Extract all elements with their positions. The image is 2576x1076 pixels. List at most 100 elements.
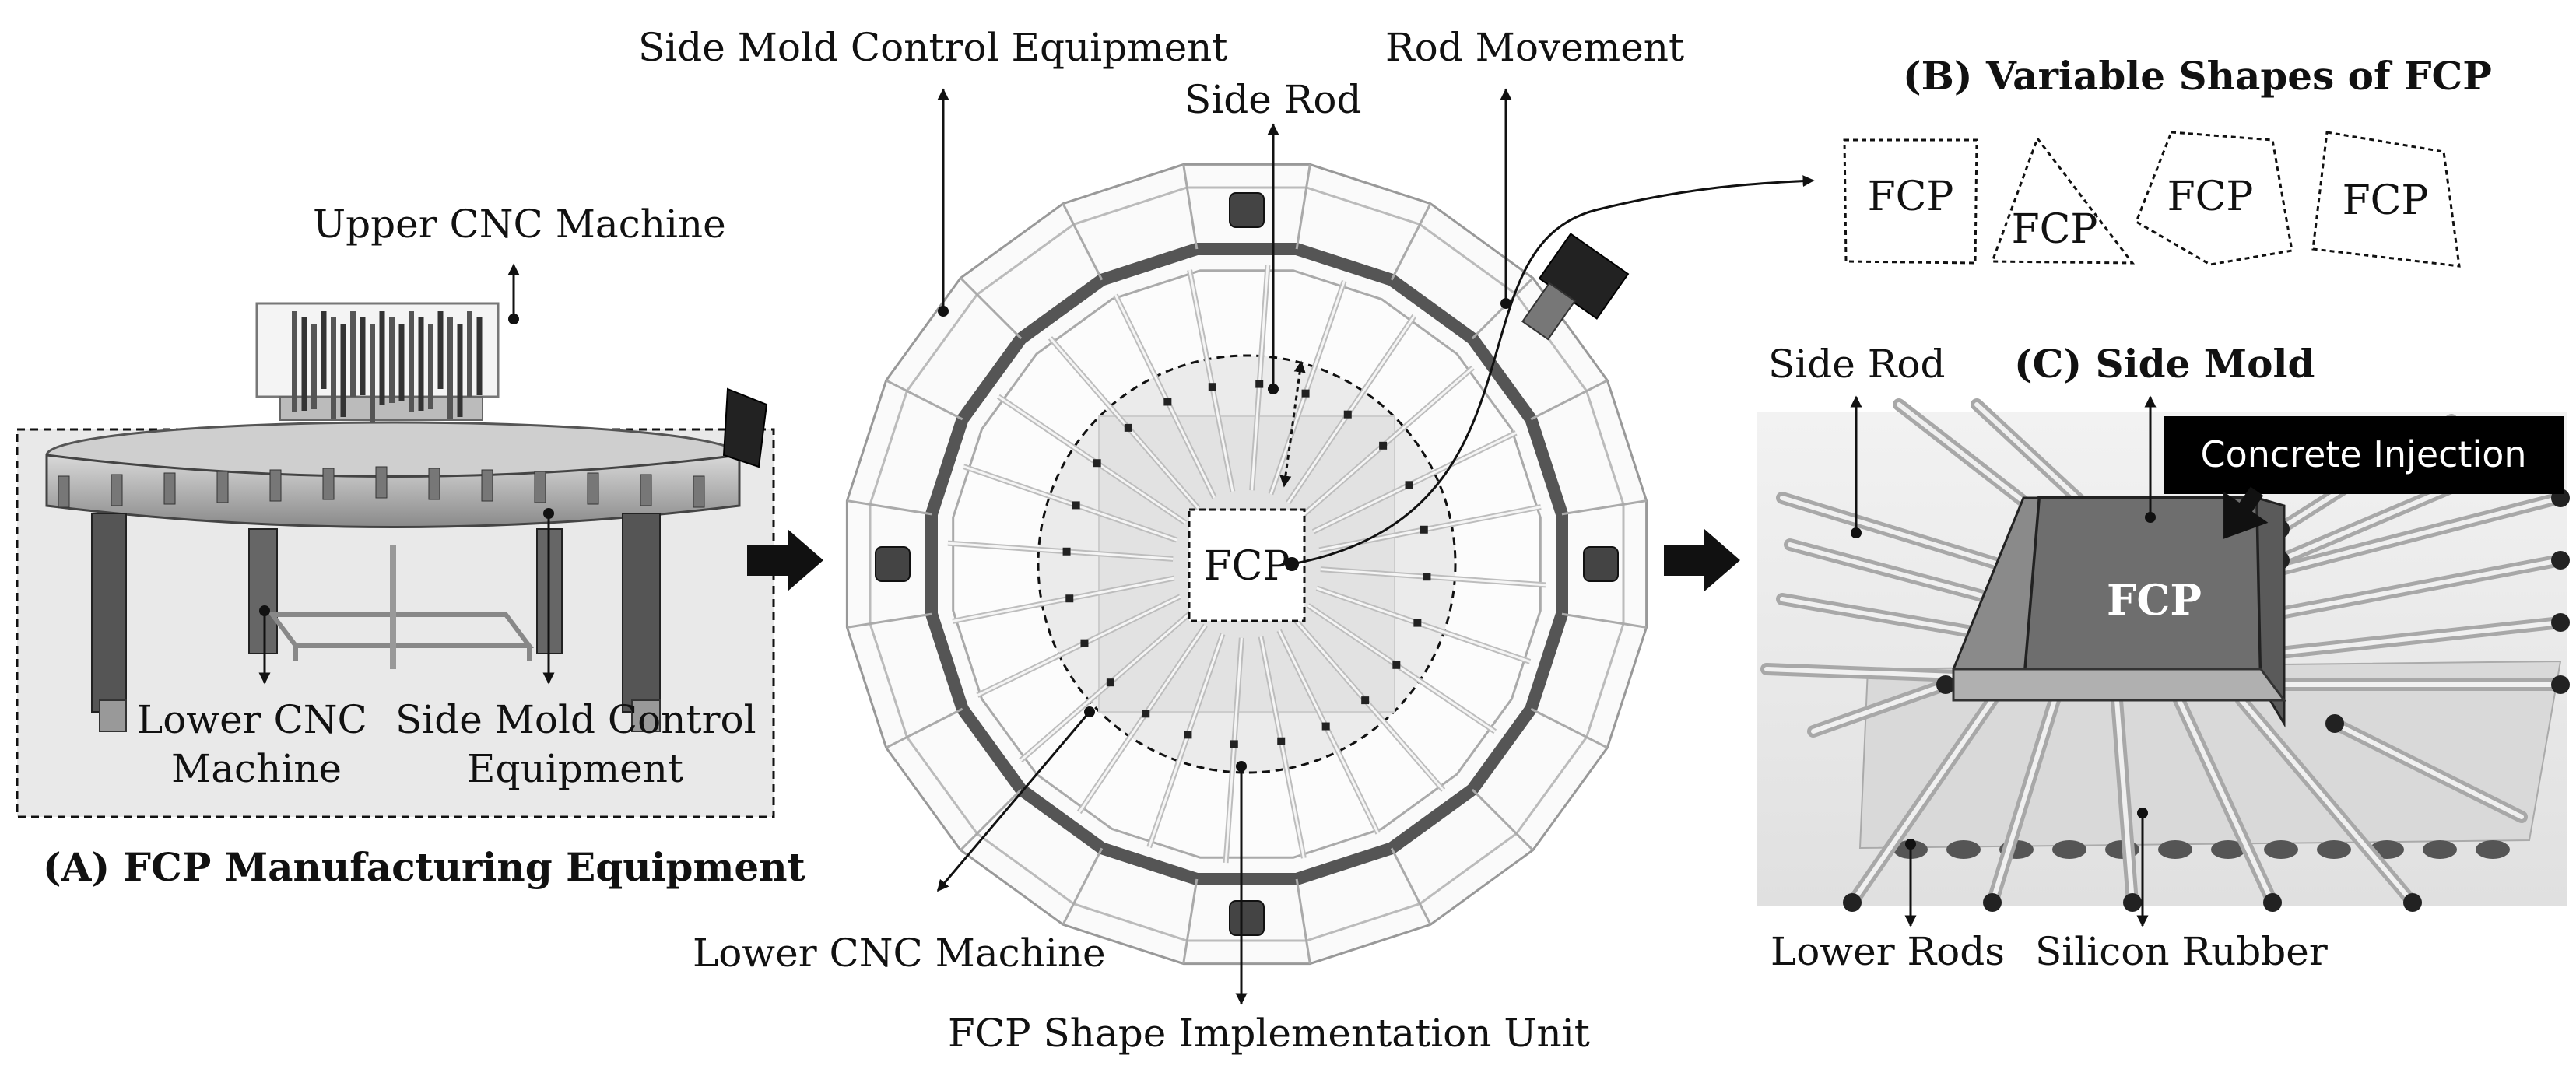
label-side-mold-line2: Equipment xyxy=(467,746,683,791)
side-rod-highlight xyxy=(1294,619,1444,791)
c-side-rod-highlight xyxy=(2270,558,2563,617)
frame-spoke xyxy=(1561,612,1647,629)
ring-clamp xyxy=(163,472,176,505)
rod-tip xyxy=(1392,661,1401,669)
concrete-injection-label: Concrete Injection xyxy=(2200,433,2526,475)
ring-clamp xyxy=(481,469,493,502)
frame-spoke xyxy=(960,788,1023,851)
center-top-view: FCP Side Mold Control Equipment Side Rod… xyxy=(638,25,1815,1056)
label-side-rod: Side Rod xyxy=(1184,77,1362,122)
upper-cnc-rod xyxy=(398,324,405,401)
upper-cnc-rod xyxy=(292,311,297,412)
c-rod-tip xyxy=(2403,893,2422,912)
lower-rod-head xyxy=(2211,840,2245,859)
c-rod-tip xyxy=(2551,551,2570,570)
injection-arrow xyxy=(2223,486,2269,539)
label-silicon-rubber: Silicon Rubber xyxy=(2035,929,2328,974)
frame-spoke xyxy=(960,277,1023,340)
lower-rod-head xyxy=(1946,840,1981,859)
flow-arrow-center-to-c xyxy=(1664,529,1740,591)
upper-cnc-machine-illustration xyxy=(255,302,500,425)
upper-cnc-rod xyxy=(409,311,414,412)
upper-cnc-rod xyxy=(467,311,472,397)
c-side-rod-highlight xyxy=(2114,698,2135,905)
c-rod-tip xyxy=(1983,893,2002,912)
ring-machine-illustration xyxy=(45,387,768,732)
side-rod-highlight xyxy=(1114,294,1216,499)
label-lower-cnc-line1: Lower CNC xyxy=(137,697,367,742)
c-side-rod-highlight xyxy=(2332,721,2524,819)
ring-clamp xyxy=(428,468,440,500)
side-rod-highlight xyxy=(963,465,1177,542)
c-side-rod-highlight xyxy=(2239,698,2415,905)
side-rod-highlight xyxy=(1312,431,1517,533)
ring-motor xyxy=(875,546,911,582)
frame-spoke xyxy=(1471,788,1534,851)
upper-cnc-rod xyxy=(437,311,444,389)
rod-tip xyxy=(1379,441,1388,450)
c-rod-tip xyxy=(2551,675,2570,694)
upper-cnc-rod xyxy=(350,311,356,397)
rod-tip xyxy=(1321,722,1330,731)
label-side-mold-line1: Side Mold Control xyxy=(395,697,756,742)
frame-spoke xyxy=(847,612,932,629)
frame-spoke xyxy=(1062,847,1104,926)
rod-tip xyxy=(1423,573,1431,581)
upper-cnc-rod xyxy=(428,324,433,409)
rod-tip xyxy=(1142,710,1150,718)
ring-clamp xyxy=(58,475,70,508)
ring-clamp xyxy=(322,468,335,500)
ring-clamp xyxy=(111,474,123,506)
upper-cnc-rod xyxy=(331,317,336,419)
frame-spoke xyxy=(1062,202,1104,281)
rod-tip xyxy=(1361,696,1370,705)
c-rod-tip xyxy=(2551,613,2570,632)
side-rod-highlight xyxy=(1307,604,1496,733)
lower-rod-head xyxy=(2423,840,2457,859)
rod-tip xyxy=(1230,740,1238,748)
upper-cnc-rod xyxy=(311,324,317,409)
ring-motor xyxy=(1583,546,1619,582)
frame-spoke xyxy=(885,707,963,749)
upper-cnc-rod xyxy=(301,317,307,411)
side-rod-highlight xyxy=(977,595,1181,697)
rod-tip xyxy=(1124,423,1132,432)
c-rod-tip xyxy=(1843,893,1862,912)
frame-spoke xyxy=(1530,379,1609,421)
panel-a-caption: (A) FCP Manufacturing Equipment xyxy=(43,844,805,890)
side-rod-highlight xyxy=(1020,612,1192,762)
label-fcp-shape-implementation-unit: FCP Shape Implementation Unit xyxy=(948,1011,1590,1056)
panel-a: Upper CNC Machine Lower CNC Machine Side… xyxy=(16,202,805,890)
flow-arrow-a-to-center xyxy=(747,529,823,591)
ring-clamp xyxy=(269,469,282,502)
label-lower-cnc-machine: Lower CNC Machine xyxy=(693,931,1106,976)
c-side-rod-highlight xyxy=(1897,402,2041,516)
side-rod-highlight xyxy=(1259,636,1305,859)
ring-clamp xyxy=(640,474,652,506)
frame-spoke xyxy=(1295,878,1311,964)
upper-cnc-rod xyxy=(360,317,366,395)
c-side-rod-highlight xyxy=(1974,402,2088,508)
side-rod-highlight xyxy=(1188,269,1234,492)
side-rod-highlight xyxy=(947,542,1174,560)
lower-rod-head xyxy=(2264,840,2298,859)
rod-tip xyxy=(1277,737,1286,745)
c-rod-tip xyxy=(2123,893,2142,912)
shape-quadrilateral xyxy=(2311,131,2461,268)
rod-tip xyxy=(1163,398,1172,406)
side-rod-highlight xyxy=(1286,315,1416,504)
label-lower-cnc-line2: Machine xyxy=(171,746,342,791)
rod-tip xyxy=(1343,410,1352,419)
side-rod-highlight xyxy=(1318,506,1542,552)
shape-pentagon xyxy=(2135,131,2293,266)
frame-spoke xyxy=(1295,164,1311,250)
c-side-rod-highlight xyxy=(2177,698,2275,905)
upper-cnc-rod xyxy=(340,324,346,417)
frame-spoke xyxy=(1471,277,1534,340)
panel-b-caption: (B) Variable Shapes of FCP xyxy=(1903,53,2492,99)
rod-tip xyxy=(1208,383,1216,391)
label-rod-movement: Rod Movement xyxy=(1385,25,1684,70)
panel-b: (B) Variable Shapes of FCP FCP FCP FCP F… xyxy=(1843,53,2492,268)
rod-tip xyxy=(1062,547,1071,556)
